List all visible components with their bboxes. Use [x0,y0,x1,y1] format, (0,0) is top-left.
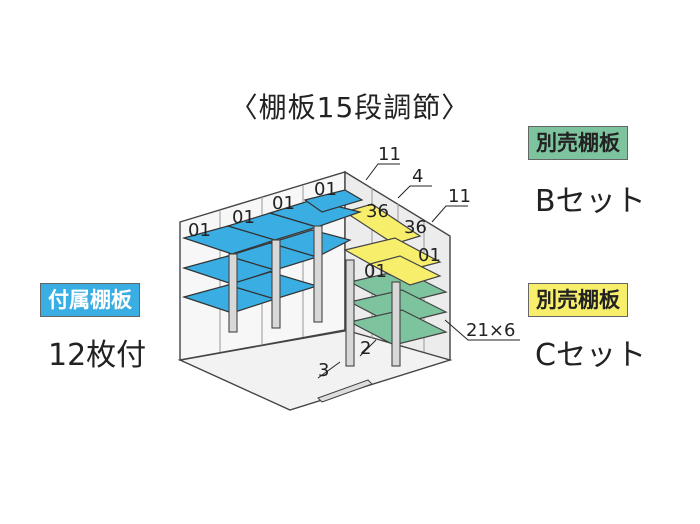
label-4: 4 [412,166,423,187]
page-title: 〈棚板15段調節〉 [229,91,471,124]
b-set-badge: 別売棚板 [528,126,628,160]
label-2: 2 [360,338,371,359]
leader-lines [317,163,520,379]
door-track [317,379,373,403]
attached-shelves-caption: 12枚付 [48,338,147,373]
label-shelf-01: 01 [232,207,255,228]
label-21x6: 21×6 [466,320,515,341]
label-part-36: 36 [366,201,389,222]
label-11-right: 11 [448,186,471,207]
c-set-badge: 別売棚板 [528,283,628,317]
label-shelf-01: 01 [364,261,387,282]
label-shelf-01: 01 [314,179,337,200]
b-set-caption: Bセット [535,184,646,219]
label-shelf-01: 01 [188,220,211,241]
label-11-top: 11 [378,144,401,165]
c-set-shelves [343,203,442,286]
shelf-posts [228,225,401,367]
label-3: 3 [318,360,329,381]
label-shelf-01: 01 [272,193,295,214]
attached-shelves-badge: 付属棚板 [40,283,140,317]
label-part-36: 36 [404,217,427,238]
c-set-caption: Cセット [535,338,646,373]
label-shelf-01: 01 [418,245,441,266]
